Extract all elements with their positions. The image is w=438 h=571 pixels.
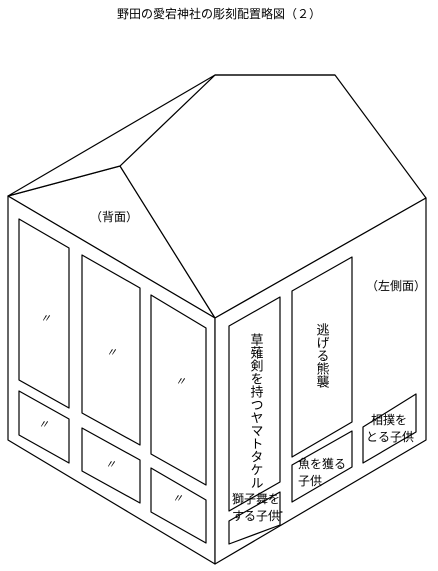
- side-panel-tall-1: [228, 296, 281, 512]
- roof-ridge-face: [7, 74, 216, 197]
- side-panel-tall-2: [291, 256, 353, 458]
- back-panel-tall-2: [81, 254, 141, 446]
- carving-label-sumo-line1: 相撲を: [371, 412, 407, 427]
- back-panel-tall-1: [18, 218, 70, 409]
- ditto-mark-tall-2: 〃: [106, 346, 117, 359]
- ditto-mark-tall-1: 〃: [40, 312, 51, 325]
- carving-label-fleeing-kumaso: 逃げる熊襲: [314, 323, 330, 388]
- carving-label-shishimai-line1: 獅子舞を: [232, 492, 280, 506]
- carving-label-sumo-line2: とる子供: [366, 430, 414, 444]
- side-panel-small-3: [362, 393, 417, 464]
- carving-label-fishing-line1: 魚を獲る: [298, 457, 346, 471]
- ditto-mark-small-2: 〃: [105, 458, 116, 471]
- diagram-title: 野田の愛宕神社の彫刻配置略図（２）: [117, 6, 321, 21]
- back-panel-small-1: [18, 390, 70, 464]
- left-side-wall: （左側面） 草薙剣を持つヤマトタケル 逃げる熊襲 獅子舞を する子供 魚を獲る …: [214, 197, 427, 565]
- carving-label-fishing-line2: 子供: [298, 474, 322, 488]
- ditto-mark-small-1: 〃: [38, 418, 49, 431]
- side-panel-small-1: [228, 491, 283, 545]
- side-panel-small-2: [291, 430, 353, 503]
- back-wall: 〃 〃 〃 〃 〃 〃 （背面）: [7, 195, 216, 565]
- back-label: （背面）: [90, 210, 138, 224]
- carving-label-yamato-takeru: 草薙剣を持つヤマトタケル: [248, 333, 264, 489]
- ditto-mark-tall-3: 〃: [175, 375, 186, 388]
- carving-label-shishimai-line2: する子供: [232, 509, 280, 523]
- back-panel-tall-3: [150, 294, 207, 486]
- ditto-mark-small-3: 〃: [172, 492, 183, 505]
- back-panel-small-2: [81, 427, 141, 504]
- left-side-label: （左側面）: [366, 278, 426, 293]
- back-panel-small-3: [150, 467, 207, 544]
- roof: [7, 74, 427, 319]
